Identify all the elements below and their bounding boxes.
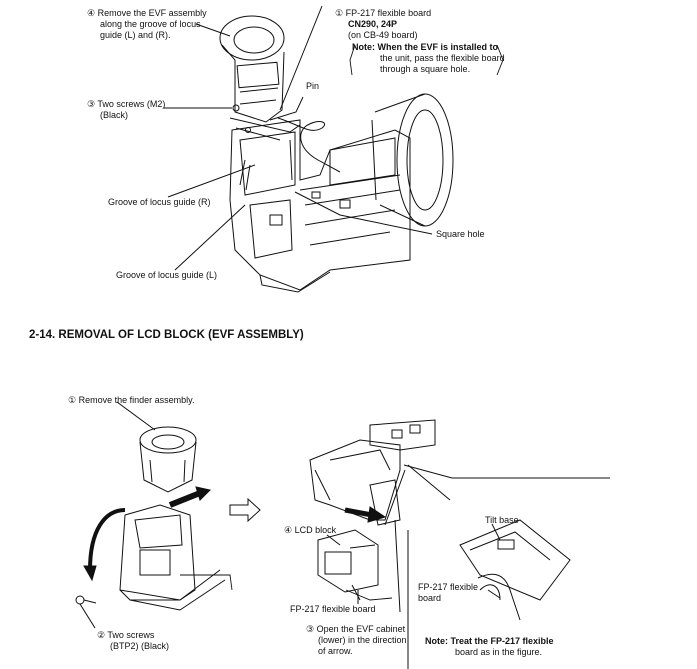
top-note-line1: Note: When the EVF is installed to	[352, 42, 499, 52]
top-step3-line1: ③ Two screws (M2)	[87, 99, 166, 109]
finder-assembly-drawing	[116, 401, 197, 493]
bottom-step2-line1: ② Two screws	[97, 630, 155, 640]
bottom-step3-line3: of arrow.	[318, 646, 353, 656]
top-groove-l-label: Groove of locus guide (L)	[116, 270, 218, 280]
bottom-fp217-right-line2: board	[418, 593, 442, 603]
top-square-hole-label: Square hole	[436, 229, 485, 239]
bottom-step1-label: ① Remove the finder assembly.	[68, 395, 195, 405]
process-arrow	[229, 497, 261, 523]
bottom-fp217-label: FP-217 flexible board	[290, 604, 376, 614]
bottom-step2-line2: (BTP2) (Black)	[110, 641, 170, 651]
open-direction-arrow	[344, 507, 373, 518]
bottom-note-line2: board as in the figure.	[455, 647, 543, 657]
top-step1-line2: CN290, 24P	[348, 19, 398, 29]
bottom-leader-lines	[326, 464, 610, 613]
top-pin-label: Pin	[306, 81, 320, 91]
lens-drawing	[371, 93, 454, 227]
screw-drawing	[75, 595, 97, 629]
section-title: 2-14. REMOVAL OF LCD BLOCK (EVF ASSEMBLY…	[29, 329, 304, 341]
bottom-step3-line1: ③ Open the EVF cabinet	[306, 624, 406, 634]
tilt-base-drawing	[459, 519, 571, 621]
evf-assembly-drawing	[219, 15, 301, 141]
bottom-note-line1: Note: Treat the FP-217 flexible	[425, 636, 554, 646]
top-step4-line1: ④ Remove the EVF assembly	[87, 8, 207, 18]
bottom-fp217-right-line1: FP-217 flexible	[418, 582, 479, 592]
evf-body-drawing	[119, 504, 233, 611]
top-step4-line2: along the groove of locus	[100, 19, 201, 29]
bottom-lcd-block-label: ④ LCD block	[284, 525, 337, 535]
top-groove-r-label: Groove of locus guide (R)	[108, 197, 211, 207]
bottom-step3-line2: (lower) in the direction	[318, 635, 407, 645]
top-step1-line3: (on CB-49 board)	[348, 30, 418, 40]
top-step4-line3: guide (L) and (R).	[100, 30, 171, 40]
lcd-block-drawing	[317, 529, 393, 601]
open-arrow-curve	[88, 508, 126, 571]
top-note-line3: through a square hole.	[380, 64, 471, 74]
top-step1-line1: ① FP-217 flexible board	[335, 8, 432, 18]
bottom-tilt-base-label: Tilt base	[485, 515, 519, 525]
flex-board-drawing	[277, 117, 341, 173]
top-leader-lines	[164, 5, 504, 271]
top-note-line2: the unit, pass the flexible board	[380, 53, 505, 63]
top-step3-line2: (Black)	[100, 110, 129, 120]
slide-arrow	[168, 490, 202, 508]
